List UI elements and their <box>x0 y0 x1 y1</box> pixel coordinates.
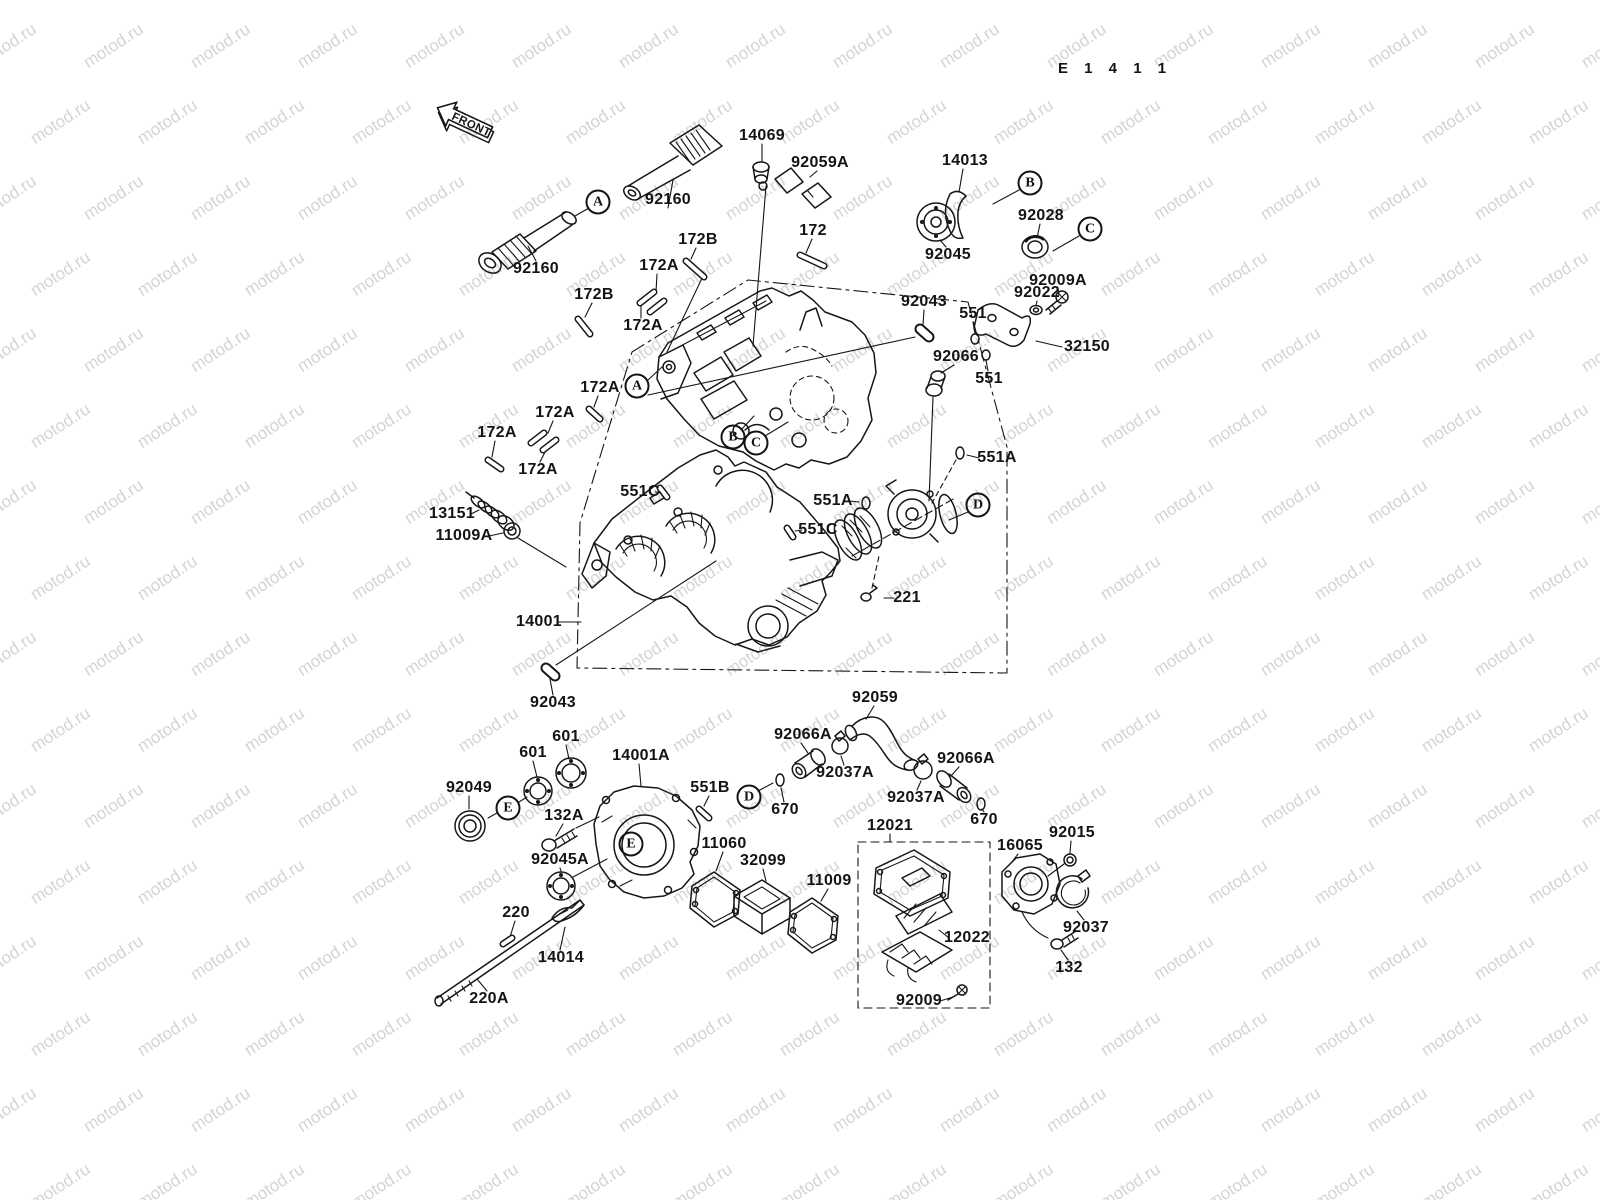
shaft-14014-art <box>435 900 584 1006</box>
nut-92015-art <box>1064 854 1076 866</box>
reed-kit-12021-art <box>874 850 967 1000</box>
grommet-92066-art <box>926 371 945 396</box>
bearing-601-left-art <box>524 777 552 805</box>
seal-92028-art <box>1022 236 1048 258</box>
ratchet-14013-art <box>946 191 967 238</box>
joint-14069-art <box>753 162 769 190</box>
clamp-92037-art <box>1056 870 1090 908</box>
washer-92022-art <box>1030 306 1042 315</box>
gear-cover-14001A-art <box>594 786 700 898</box>
sleeves-92059A-art <box>775 168 831 208</box>
clamp-92037A-right-art <box>914 754 932 779</box>
bolt-132-art <box>1051 931 1078 949</box>
holder-16065-art <box>1002 854 1064 938</box>
crankcase-lower-art <box>582 450 840 652</box>
assembly-boundary-box <box>577 280 1007 1008</box>
front-direction-arrow: FRONT <box>430 96 498 149</box>
washer-11009A-art <box>504 523 520 539</box>
bracket-32150-art <box>974 304 1030 347</box>
drain-screw-221-art <box>861 585 877 601</box>
clamp-92037A-left-art <box>832 731 848 754</box>
reed-valve-32099-art <box>734 880 790 934</box>
seal-92049-art <box>455 811 485 841</box>
gasket-11009-art <box>788 898 838 953</box>
crankcase-upper-art <box>657 288 876 470</box>
fitting-92066A-right-art <box>934 768 974 805</box>
sensor-13151-art <box>466 492 517 533</box>
bearing-92045-art <box>917 203 955 241</box>
bolt-132A-art <box>542 829 577 851</box>
water-pump-art <box>829 480 961 564</box>
bearing-601-right-art <box>556 758 586 788</box>
bearing-92045A-art <box>547 872 575 900</box>
shaft-92160-upper-art <box>621 125 722 203</box>
diagram-code: E 1 4 1 1 <box>1058 60 1173 77</box>
fitting-92066A-left-art <box>789 746 828 781</box>
dowel-pins-art <box>488 255 929 944</box>
gasket-11060-art <box>690 872 740 927</box>
o-rings-art <box>776 334 990 810</box>
hose-92059-art <box>843 717 919 772</box>
screw-92009A-art <box>1046 291 1068 314</box>
shaft-92160-lower-art <box>475 209 578 277</box>
